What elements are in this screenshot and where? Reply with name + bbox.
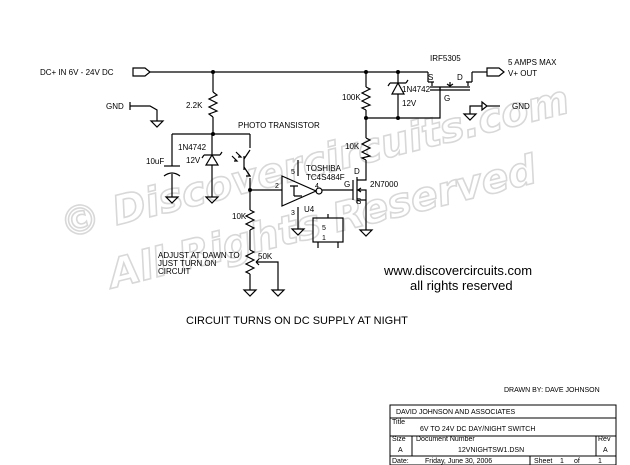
zener-d2: 1N4742 12V (387, 79, 431, 108)
gnd-right-flag: GND (481, 100, 530, 112)
tb-date-label: Date: (392, 458, 409, 465)
rights-text: all rights reserved (410, 278, 513, 293)
q1-pin-s: S (428, 73, 433, 82)
drawn-by-text: DRAWN BY: DAVE JOHNSON (504, 387, 600, 394)
mosfet-q2: 2N7000 D G S (344, 167, 399, 206)
q1-pin-d: D (457, 73, 463, 82)
q2-pin-s: S (356, 197, 361, 206)
wires (130, 71, 500, 290)
mosfet-p-label: IRF5305 (430, 54, 461, 63)
tb-sheet: 1 (560, 458, 564, 465)
tb-sheet-label: Sheet (534, 458, 552, 465)
output-net-flag: 5 AMPS MAX V+ OUT (486, 58, 557, 78)
mosfet-n-label: 2N7000 (370, 180, 399, 189)
output-label-1: 5 AMPS MAX (508, 58, 557, 67)
website-text: www.discovercircuits.com (383, 263, 532, 278)
gnd-left-flag: GND (106, 102, 131, 111)
photo-transistor: PHOTO TRANSISTOR (231, 121, 320, 177)
phototransistor-label: PHOTO TRANSISTOR (238, 121, 320, 130)
ic-package-outline: 5 1 (312, 214, 344, 248)
d1-value: 12V (186, 156, 201, 165)
gnd-right-label: GND (512, 102, 530, 111)
title-block: DAVID JOHNSON AND ASSOCIATES Title 6V TO… (389, 404, 617, 465)
junctions (211, 70, 400, 192)
resistor-r3: 100K (342, 86, 372, 111)
mosfet-q1: IRF5305 S D G (427, 54, 473, 103)
ic-ref: U4 (304, 205, 315, 214)
tb-date: Friday, June 30, 2006 (425, 458, 492, 465)
adjust-note-2: JUST TURN ON (158, 259, 217, 268)
caption-text: CIRCUIT TURNS ON DC SUPPLY AT NIGHT (186, 315, 408, 327)
tb-docnum: 12VNIGHTSW1.DSN (458, 447, 524, 454)
pkg-pin-5: 5 (322, 225, 326, 232)
r4-value: 10K (345, 142, 360, 151)
output-label-2: V+ OUT (508, 69, 537, 78)
tb-rev-label: Rev (598, 436, 611, 443)
ground-symbols (149, 113, 478, 297)
tb-company: DAVID JOHNSON AND ASSOCIATES (396, 409, 515, 416)
pkg-pin-1: 1 (322, 235, 326, 242)
ic-pin-gnd: 3 (291, 210, 295, 217)
d2-part: 1N4742 (402, 85, 431, 94)
ic-brand: TOSHIBA (306, 164, 342, 173)
input-label: DC+ IN 6V - 24V DC (40, 68, 114, 77)
resistor-r4: 10K (345, 137, 372, 161)
ic-pin-out: 4 (315, 183, 319, 190)
q1-pin-g: G (444, 94, 450, 103)
tb-title-label: Title (392, 419, 405, 426)
input-net-flag: DC+ IN 6V - 24V DC (40, 67, 151, 77)
r2-value: 10K (232, 212, 247, 221)
tb-title: 6V TO 24V DC DAY/NIGHT SWITCH (420, 426, 535, 433)
potentiometer: 50K ADJUST AT DAWN TO JUST TURN ON CIRCU… (158, 249, 273, 276)
ic-pin-in: 2 (275, 183, 279, 190)
tb-of-label: of (574, 458, 580, 465)
tb-docnum-label: Document Number (416, 436, 475, 443)
gnd-left-label: GND (106, 102, 124, 111)
zener-d1: 1N4742 12V (178, 143, 223, 166)
ic-part: TC4S484F (306, 173, 345, 182)
adjust-note-3: CIRCUIT (158, 267, 191, 276)
ic-u4: TOSHIBA TC4S484F U4 2 4 5 3 (275, 164, 345, 217)
q2-pin-d: D (354, 167, 360, 176)
resistor-r1: 2.2K (186, 91, 219, 118)
pot-value: 50K (258, 252, 273, 261)
q2-pin-g: G (344, 180, 350, 189)
d1-part: 1N4742 (178, 143, 207, 152)
resistor-r2: 10K (232, 209, 256, 231)
ic-pin-vcc: 5 (291, 169, 295, 176)
tb-sheets: 1 (598, 458, 602, 465)
d2-value: 12V (402, 99, 417, 108)
r1-value: 2.2K (186, 101, 203, 110)
c1-value: 10uF (146, 157, 164, 166)
tb-size-label: Size (392, 436, 406, 443)
r3-value: 100K (342, 93, 361, 102)
adjust-note-1: ADJUST AT DAWN TO (158, 251, 240, 260)
capacitor-c1: 10uF (146, 157, 181, 177)
tb-rev: A (603, 447, 608, 454)
tb-size: A (398, 447, 403, 454)
